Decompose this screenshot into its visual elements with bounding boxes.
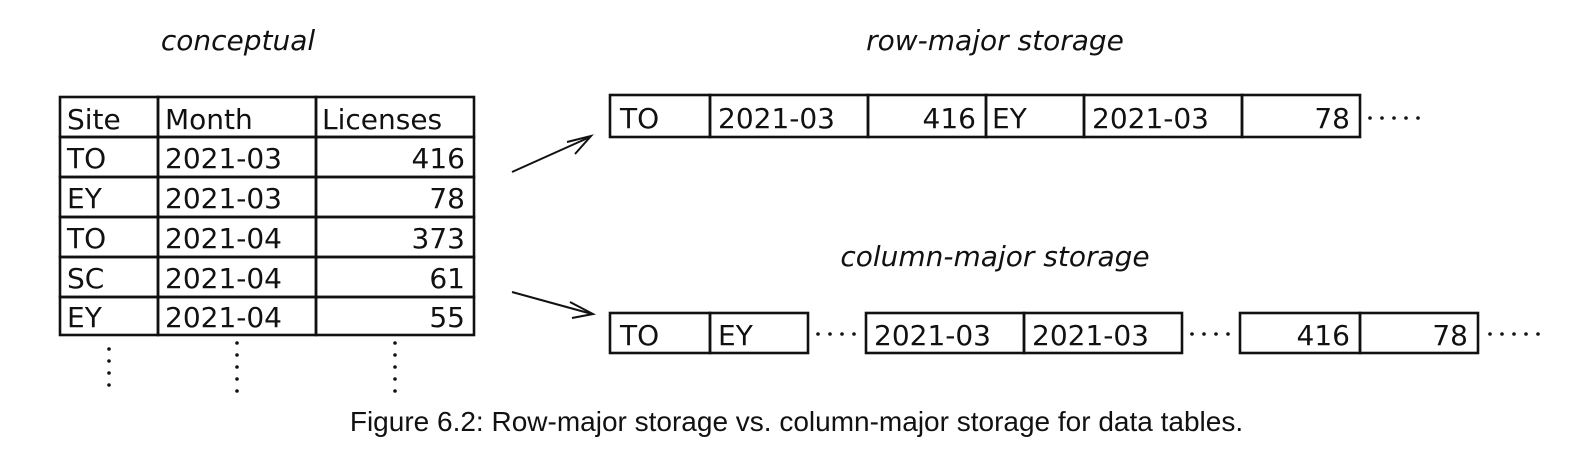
row-major-cell-text: 2021-03 bbox=[718, 102, 835, 135]
column-major-cell-text: 2021-03 bbox=[874, 319, 991, 352]
column-major-label: column-major storage bbox=[840, 240, 1149, 273]
column-major-continuation-dots bbox=[816, 332, 1540, 336]
cell-site: EY bbox=[67, 182, 103, 215]
cell-licenses: 61 bbox=[429, 262, 465, 295]
arrow-to-column-major bbox=[511, 291, 597, 319]
row-major-cell-text: 2021-03 bbox=[1092, 102, 1209, 135]
row-major-label: row-major storage bbox=[866, 24, 1124, 57]
arrow-to-row-major bbox=[511, 134, 594, 173]
table-row: EY 2021-04 55 bbox=[58, 295, 476, 337]
cell-site: EY bbox=[67, 301, 103, 334]
column-major-strip: TO EY 2021-03 2021-03 416 78 bbox=[608, 311, 1540, 355]
row-major-cell-text: TO bbox=[619, 102, 659, 135]
row-major-cell-text: 78 bbox=[1314, 102, 1350, 135]
table-cell bbox=[314, 295, 476, 337]
table-row: SC 2021-04 61 bbox=[58, 255, 476, 299]
header-licenses: Licenses bbox=[322, 103, 442, 136]
cell-month: 2021-03 bbox=[165, 142, 282, 175]
storage-cell bbox=[1240, 93, 1362, 139]
cell-site: TO bbox=[66, 222, 106, 255]
table-row: EY 2021-03 78 bbox=[58, 175, 476, 219]
column-major-cell-text: 416 bbox=[1297, 319, 1350, 352]
row-major-continuation-dots bbox=[1368, 116, 1420, 120]
conceptual-table: Site Month Licenses TO 2021-03 416 EY 20… bbox=[58, 95, 476, 393]
table-continuation-dots bbox=[107, 341, 397, 393]
cell-site: TO bbox=[66, 142, 106, 175]
conceptual-label: conceptual bbox=[161, 24, 316, 57]
cell-site: SC bbox=[67, 262, 104, 295]
column-major-cell-text: TO bbox=[619, 319, 659, 352]
cell-month: 2021-04 bbox=[165, 222, 282, 255]
figure-caption: Figure 6.2: Row-major storage vs. column… bbox=[349, 406, 1244, 437]
cell-licenses: 373 bbox=[412, 222, 465, 255]
storage-cell bbox=[708, 311, 810, 355]
table-row: TO 2021-04 373 bbox=[58, 215, 476, 259]
row-major-strip: TO 2021-03 416 EY 2021-03 78 bbox=[608, 93, 1420, 139]
storage-cell bbox=[1022, 311, 1184, 355]
cell-month: 2021-04 bbox=[165, 301, 282, 334]
column-major-cell-text: 78 bbox=[1432, 319, 1468, 352]
table-header-row: Site Month Licenses bbox=[58, 95, 476, 139]
cell-licenses: 416 bbox=[412, 142, 465, 175]
row-major-cell-text: 416 bbox=[923, 102, 976, 135]
column-major-cell-text: EY bbox=[718, 319, 754, 352]
row-major-cell-text: EY bbox=[992, 102, 1028, 135]
table-row: TO 2021-03 416 bbox=[58, 135, 476, 179]
column-major-cell-text: 2021-03 bbox=[1032, 319, 1149, 352]
header-site: Site bbox=[67, 103, 121, 136]
cell-month: 2021-03 bbox=[165, 182, 282, 215]
storage-diagram: conceptual row-major storage column-majo… bbox=[58, 24, 1540, 393]
cell-licenses: 78 bbox=[429, 182, 465, 215]
header-month: Month bbox=[165, 103, 253, 136]
cell-month: 2021-04 bbox=[165, 262, 282, 295]
storage-cell bbox=[1358, 311, 1480, 355]
cell-licenses: 55 bbox=[429, 301, 465, 334]
